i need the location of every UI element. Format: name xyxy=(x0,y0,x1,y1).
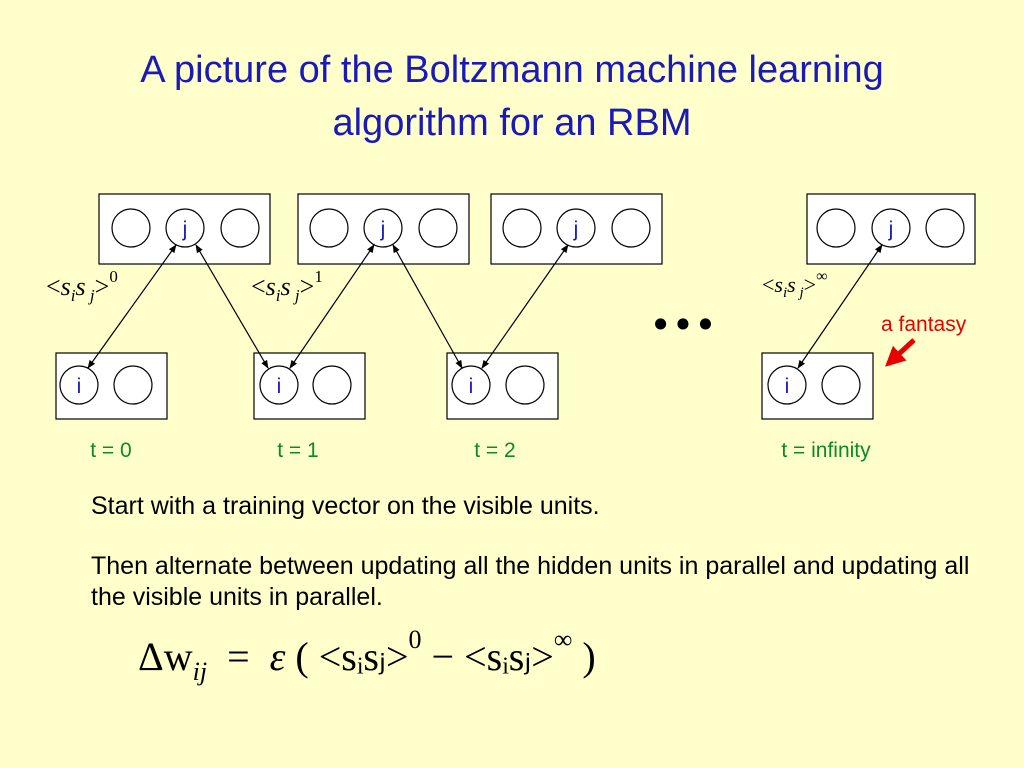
visible-unit xyxy=(312,365,352,405)
correlation-label-t1: <sis j>1 xyxy=(251,267,323,305)
fantasy-label: a fantasy xyxy=(881,313,967,336)
formula-w-subscript: ij xyxy=(192,657,208,686)
hidden-unit xyxy=(111,208,151,248)
hidden-unit xyxy=(925,208,965,248)
hidden-unit-j xyxy=(556,208,596,248)
unit-label-j: j xyxy=(888,218,894,241)
hidden-layer-t0: j xyxy=(98,193,271,265)
unit-label-i: i xyxy=(469,375,474,398)
title-line-1: A picture of the Boltzmann machine learn… xyxy=(140,49,884,91)
arrow-vinf-hinf xyxy=(797,244,883,369)
visible-layer-tinf: i xyxy=(761,352,874,420)
unit-label-j: j xyxy=(380,218,386,241)
visible-unit-i xyxy=(59,365,99,405)
hidden-layer-t1: j xyxy=(297,193,470,265)
formula-term2-sup: ∞ xyxy=(553,625,573,654)
weight-update-formula: Δwij = ε ( <sᵢsⱼ>0 − <sᵢsⱼ>∞ ) xyxy=(138,625,596,687)
red-arrow-icon xyxy=(885,338,916,367)
instruction-paragraph-2: Then alternate between updating all the … xyxy=(91,552,970,611)
visible-layer-t2: i xyxy=(446,352,559,420)
visible-unit-i xyxy=(259,365,299,405)
visible-unit xyxy=(505,365,545,405)
hidden-layer-tinf: j xyxy=(806,193,976,265)
formula-close-paren: ) xyxy=(582,634,596,679)
correlation-label-t0: <sis j>0 xyxy=(46,267,118,305)
formula-delta-w: Δw xyxy=(138,634,193,679)
unit-label-i: i xyxy=(277,375,282,398)
visible-unit xyxy=(113,365,153,405)
rbm-diagram: j j j j i i i xyxy=(46,193,976,462)
unit-label-j: j xyxy=(573,218,579,241)
hidden-layer-t2: j xyxy=(490,193,663,265)
hidden-unit xyxy=(418,208,458,248)
time-label-t1: t = 1 xyxy=(277,439,318,462)
formula-epsilon: ε xyxy=(269,634,286,679)
time-label-t2: t = 2 xyxy=(474,439,515,462)
visible-layer-t1: i xyxy=(253,352,366,420)
hidden-unit xyxy=(309,208,349,248)
arrow-v0-h0 xyxy=(87,244,177,369)
time-label-t0: t = 0 xyxy=(90,439,131,462)
hidden-unit xyxy=(816,208,856,248)
visible-unit-i xyxy=(451,365,491,405)
visible-layer-t0: i xyxy=(55,352,168,420)
formula-term2: <sᵢsⱼ> xyxy=(464,634,554,679)
unit-label-j: j xyxy=(182,218,188,241)
hidden-unit xyxy=(611,208,651,248)
visible-unit-i xyxy=(767,365,807,405)
hidden-unit-j xyxy=(871,208,911,248)
formula-term1-sup: 0 xyxy=(408,625,422,654)
unit-label-i: i xyxy=(785,375,790,398)
correlation-label-tinf: <sis j>∞ xyxy=(762,268,827,301)
connection-arrows xyxy=(87,244,883,369)
ellipsis: ••• xyxy=(649,303,716,347)
formula-equals: = xyxy=(227,634,250,679)
formula-term1: <sᵢsⱼ> xyxy=(318,634,409,679)
arrow-v2-h2 xyxy=(481,244,569,369)
time-label-tinf: t = infinity xyxy=(781,439,871,462)
instruction-paragraph-1: Start with a training vector on the visi… xyxy=(91,492,600,520)
arrow-v1-h1 xyxy=(289,244,375,369)
arrow-h1-v2 xyxy=(392,244,463,369)
visible-unit xyxy=(821,365,861,405)
hidden-unit-j xyxy=(165,208,205,248)
hidden-unit xyxy=(502,208,542,248)
arrow-h0-v1 xyxy=(195,244,269,369)
unit-label-i: i xyxy=(77,375,82,398)
formula-minus: − xyxy=(431,634,455,679)
page-title: A picture of the Boltzmann machine learn… xyxy=(0,44,1024,150)
title-line-2: algorithm for an RBM xyxy=(332,102,692,144)
hidden-unit xyxy=(220,208,260,248)
hidden-unit-j xyxy=(363,208,403,248)
formula-open-paren: ( xyxy=(295,634,309,679)
